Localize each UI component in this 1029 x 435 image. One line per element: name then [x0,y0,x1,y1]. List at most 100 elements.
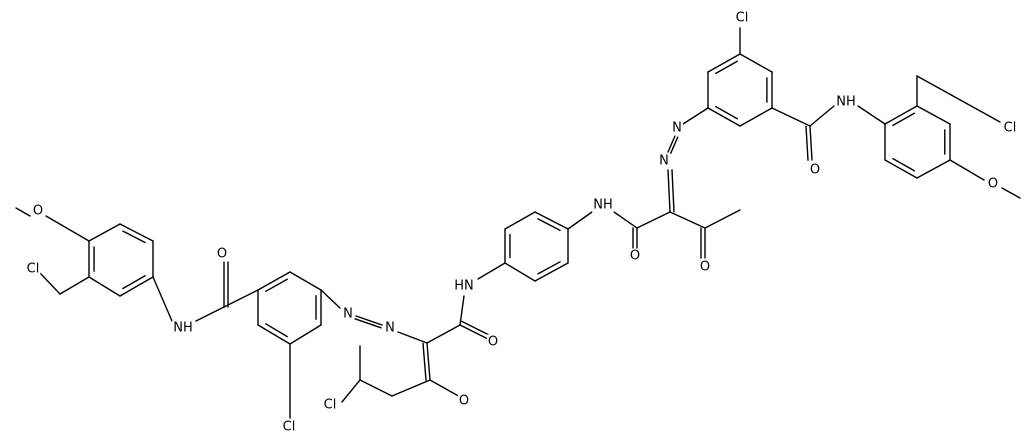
bond-ring-c [534,262,569,282]
bond-c-c-left [422,342,427,382]
bond-azo-left [354,318,382,329]
atom-label-ring-cl-right: Cl [736,11,749,26]
bond-ring-d-amide [771,107,811,127]
atom-label-ch2cl-left: Cl [27,262,40,277]
atom-label-chloro-alkyl: Cl [324,398,337,413]
bond-azo-left [355,315,383,326]
atom-label-ome-right: O [988,177,998,192]
bond-ring-c [537,218,561,232]
bond-ring-a [122,230,146,244]
bond-ring-a [119,223,154,242]
bond-ring-c [504,211,536,230]
atom-label-azo-n2-right: N [672,121,682,136]
bond-c-c-right [636,211,671,229]
bond-ring-e [884,105,918,125]
bond-nh-amide-right [613,211,638,229]
atom-label-mask [281,419,297,435]
bond-ring-d [715,60,739,75]
bond-ring-c [504,262,536,282]
bond-ring-a [122,275,146,290]
atom-label-mask [486,334,500,350]
bond-n-ring-d [682,107,709,125]
atom-label-mask [592,197,614,213]
bond-keto-chain [391,379,431,397]
bond-c-amide-center [426,324,461,344]
bond-ring-e [892,157,916,172]
atom-label-mask [658,153,670,169]
bond-ome-right [949,159,985,181]
bond-c-keto-right [669,211,706,229]
atom-label-hn-center: HN [454,279,474,294]
bond-azo-right [670,136,679,154]
bond-hn-ring-c [477,262,506,280]
atom-label-mask [628,248,642,264]
bond-amide-n-center [459,295,465,326]
atom-label-azo-n1-left: N [343,307,353,322]
atom-label-nh-center: NH [593,198,613,213]
bond-ring-b [257,271,291,291]
bond-amide-co-far-right [805,125,809,161]
bond-keto-left [429,379,463,399]
atom-label-mask [322,397,338,413]
atom-label-mask [172,320,194,336]
bond-n-aryl-left [152,276,173,322]
atom-label-amide-o-right: O [630,249,640,264]
atom-label-mask [342,306,354,322]
atom-label-mask [25,261,41,277]
atom-label-mask [457,393,471,409]
bond-ring-a [88,223,121,242]
bond-methyl-left [15,207,31,217]
atom-label-mask [384,320,396,336]
atom-label-mask [698,259,712,275]
bond-ring-e [916,105,951,125]
bond-amide-n-far-right [809,105,835,127]
bond-chain-cl [341,379,361,403]
bond-ring-c [537,261,561,275]
bond-ring-d [707,107,741,127]
bond-c-n-right [667,169,671,213]
atom-label-mask [986,176,1000,192]
bond-ch2cl-left [39,272,61,295]
atom-label-mask [808,162,822,178]
atom-label-ring-cl-left: Cl [283,420,296,435]
bonds-layer [15,27,1021,419]
bond-n-c-left [397,331,428,344]
atom-label-mask [1002,120,1018,136]
bond-amide-co-center [459,324,491,341]
bond-ring-c-nh [567,211,593,230]
bond-keto-methyl-right [704,209,741,229]
bond-ring-b [257,324,291,345]
bond-ring-a [119,276,154,297]
atom-label-ch2cl-right: Cl [1004,121,1017,136]
bond-c-ringb [223,289,259,308]
atom-label-mask [671,120,683,136]
bond-ring-b [265,323,288,338]
bond-ring-e [884,159,918,179]
bond-ring-e [916,159,951,179]
bond-c-n-right [671,169,675,213]
atom-label-mask [31,203,45,219]
bond-ring-b [289,271,322,291]
bond-methyl-right [1001,187,1021,199]
bond-ring-d [707,53,741,73]
bond-c-c-left [426,342,431,381]
bond-ch2-left [59,276,90,295]
bond-ring-d [739,107,773,127]
bond-ome-left [45,215,90,242]
bond-ring-d [739,53,773,73]
atom-label-amide-nh-right: NH [836,95,856,110]
bond-ring-a [88,276,121,297]
atom-labels-layer: O Cl NH O Cl N N O Cl O HN NH O O N N Cl… [25,10,1018,435]
bond-n-ring-e [857,105,886,125]
bond-azo-right [667,135,676,153]
atom-label-amide-o-left: O [217,247,227,262]
atom-label-ome-left: O [33,204,43,219]
atom-label-amide-nh-left: NH [173,321,193,336]
bond-ring-b [289,324,322,345]
atom-label-mask [734,10,750,26]
bond-ring-d [715,105,739,120]
bond-amide-co-far-right [809,125,813,161]
atom-label-mask [215,246,229,262]
